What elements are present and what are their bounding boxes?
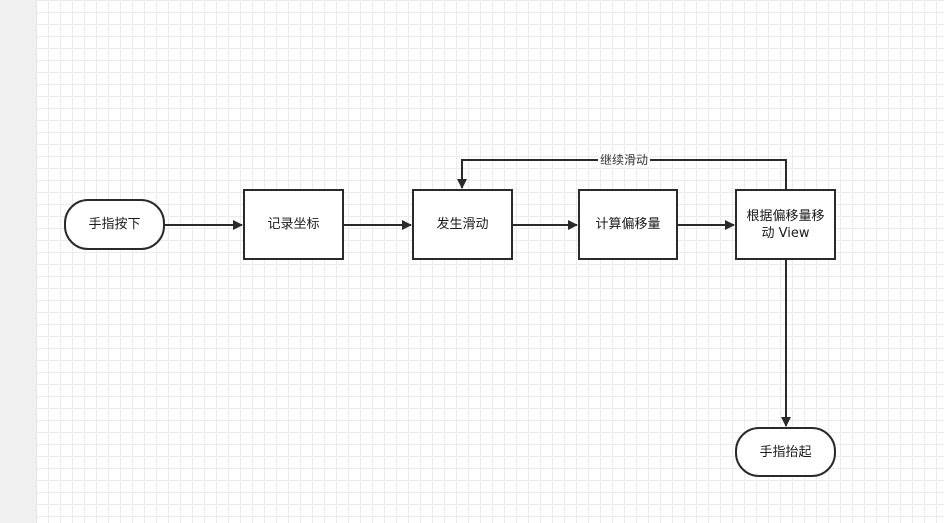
node-record-coordinates[interactable]: 记录坐标: [243, 189, 344, 260]
node-start[interactable]: 手指按下: [64, 199, 165, 250]
node-move-label: 根据偏移量移动 View: [746, 208, 825, 241]
node-calc-offset[interactable]: 计算偏移量: [578, 189, 678, 260]
node-end[interactable]: 手指抬起: [735, 427, 836, 477]
node-end-label: 手指抬起: [759, 444, 812, 460]
left-panel-strip: [0, 0, 37, 523]
loop-edge-label: 继续滑动: [598, 153, 651, 167]
node-slide-occurs[interactable]: 发生滑动: [412, 189, 513, 260]
node-calc-label: 计算偏移量: [595, 217, 661, 232]
node-record-label: 记录坐标: [267, 217, 320, 232]
node-slide-label: 发生滑动: [436, 217, 489, 232]
node-move-view[interactable]: 根据偏移量移动 View: [735, 189, 836, 260]
node-start-label: 手指按下: [88, 217, 141, 232]
